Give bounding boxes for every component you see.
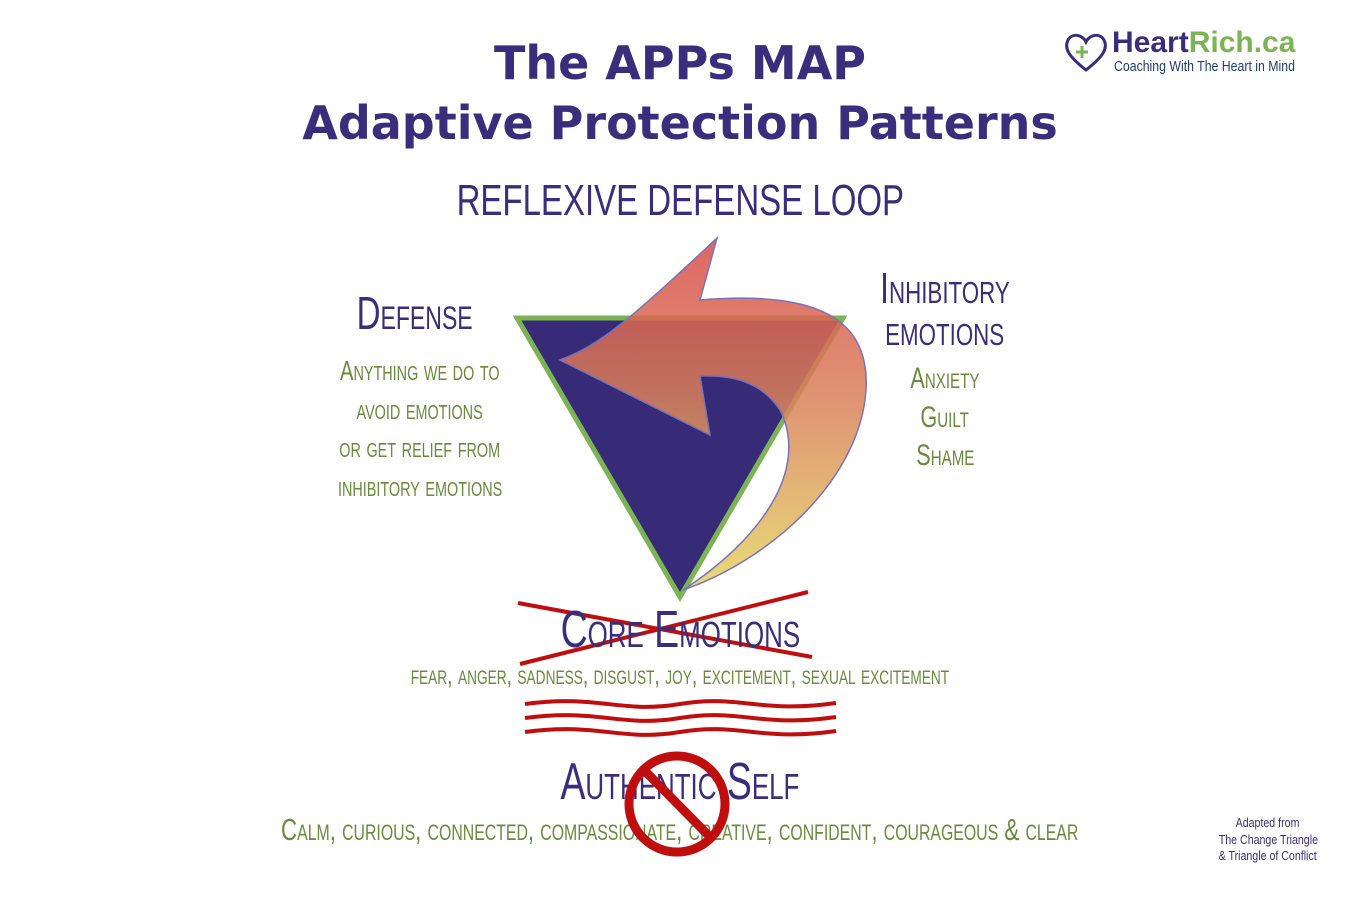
defense-heading: Defense: [356, 287, 474, 339]
title-line-1: The APPs MAP: [493, 36, 867, 90]
defense-description: Anything we do to avoid emotions or get …: [337, 355, 503, 502]
logo-tagline: Coaching With The Heart in Mind: [1114, 58, 1295, 75]
inhibitory-list: Anxiety Guilt Shame: [910, 362, 980, 472]
heart-plus-icon: [1065, 33, 1107, 72]
barrier-waves: [524, 699, 837, 737]
core-emotions-heading: Core Emotions: [560, 601, 800, 659]
loop-label: REFLEXIVE DEFENSE LOOP: [456, 176, 904, 225]
authentic-self-list: Calm, curious, connected, compassionate,…: [281, 812, 1079, 847]
logo-brand-rich: Rich.ca: [1188, 26, 1296, 59]
credit-note: Adapted from The Change Triangle & Trian…: [1218, 816, 1318, 863]
defense-loop-arrow: [558, 235, 867, 591]
authentic-self-heading: Authentic Self: [560, 753, 800, 811]
inhibitory-heading: Inhibitory emotions: [880, 264, 1010, 355]
logo-brand-heart: Heart: [1112, 26, 1189, 59]
title-line-2: Adaptive Protection Patterns: [302, 96, 1058, 150]
core-emotions-list: fear, anger, sadness, disgust, joy, exci…: [410, 660, 950, 690]
core-emotions-cross-out: [517, 590, 813, 666]
